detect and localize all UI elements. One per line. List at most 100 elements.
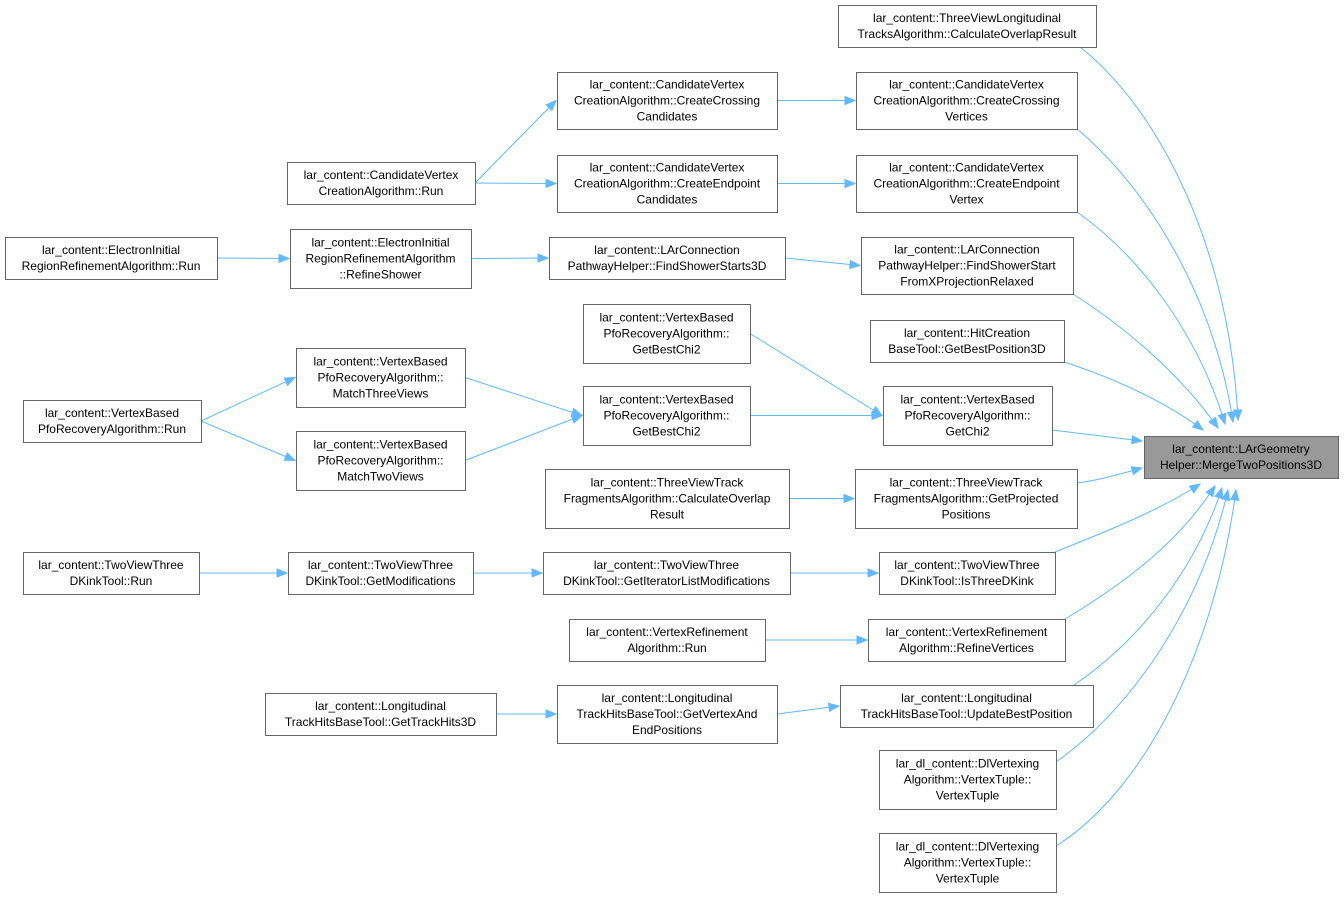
arrow-head bbox=[545, 709, 558, 719]
arrow-head bbox=[1188, 483, 1202, 494]
node-label-line: BaseTool::GetBestPosition3D bbox=[888, 342, 1046, 356]
edge-n26-n17 bbox=[1064, 484, 1216, 620]
node-label-line: lar_content::VertexBased bbox=[900, 393, 1034, 407]
edge-line bbox=[470, 257, 549, 259]
edge-line bbox=[1055, 489, 1237, 847]
arrow-head bbox=[537, 253, 550, 263]
node-n2[interactable]: lar_content::CandidateVertexCreationAlgo… bbox=[557, 72, 778, 130]
arrow-head bbox=[1205, 484, 1216, 498]
edge-line bbox=[1072, 293, 1219, 429]
node-label-line: lar_dl_content::DlVertexing bbox=[896, 840, 1039, 854]
node-label-line: PfoRecoveryAlgorithm:: bbox=[317, 454, 443, 468]
node-label-line: CreationAlgorithm::CreateEndpoint bbox=[873, 177, 1060, 191]
arrow-head bbox=[545, 178, 558, 189]
node-label-line: lar_content::Longitudinal bbox=[315, 699, 446, 713]
node-label-line: MatchTwoViews bbox=[337, 470, 423, 484]
node-n12[interactable]: lar_content::HitCreationBaseTool::GetBes… bbox=[870, 320, 1065, 363]
edge-line bbox=[784, 257, 861, 266]
node-n20[interactable]: lar_content::ThreeViewTrackFragmentsAlgo… bbox=[855, 469, 1078, 529]
edge-line bbox=[464, 415, 583, 461]
node-n8[interactable]: lar_content::ElectronInitialRegionRefine… bbox=[290, 229, 472, 289]
node-n29[interactable]: lar_content::LongitudinalTrackHitsBaseTo… bbox=[840, 685, 1094, 728]
node-n13[interactable]: lar_content::VertexBasedPfoRecoveryAlgor… bbox=[296, 348, 466, 408]
node-label-line: VertexTuple bbox=[936, 872, 1000, 886]
node-label-line: CreationAlgorithm::CreateCrossing bbox=[873, 94, 1059, 108]
edge-line bbox=[474, 100, 557, 184]
edge-line bbox=[1079, 46, 1239, 421]
node-n27[interactable]: lar_content::LongitudinalTrackHitsBaseTo… bbox=[265, 693, 497, 736]
node-box bbox=[23, 552, 200, 595]
edge-line bbox=[464, 377, 583, 416]
arrow-head bbox=[278, 253, 291, 264]
arrow-head bbox=[827, 702, 841, 713]
node-label-line: lar_dl_content::DlVertexing bbox=[896, 757, 1039, 771]
node-box bbox=[861, 237, 1074, 295]
node-label-line: TracksAlgorithm::CalculateOverlapResult bbox=[858, 27, 1078, 41]
edge-n22-n23 bbox=[473, 568, 544, 578]
node-n16[interactable]: lar_content::VertexBasedPfoRecoveryAlgor… bbox=[23, 400, 202, 443]
node-n30[interactable]: lar_dl_content::DlVertexingAlgorithm::Ve… bbox=[879, 750, 1057, 810]
node-target-function[interactable]: lar_content::LArGeometryHelper::MergeTwo… bbox=[1144, 436, 1339, 479]
node-n18[interactable]: lar_content::VertexBasedPfoRecoveryAlgor… bbox=[296, 431, 466, 491]
node-n25[interactable]: lar_content::VertexRefinementAlgorithm::… bbox=[569, 619, 766, 662]
node-label-line: lar_content::TwoViewThree bbox=[308, 558, 454, 572]
node-n15[interactable]: lar_content::VertexBasedPfoRecoveryAlgor… bbox=[883, 386, 1053, 446]
node-n31[interactable]: lar_dl_content::DlVertexingAlgorithm::Ve… bbox=[879, 833, 1057, 893]
edge-line bbox=[1051, 429, 1143, 442]
node-n14[interactable]: lar_content::VertexBasedPfoRecoveryAlgor… bbox=[583, 386, 751, 446]
node-label-line: MatchThreeViews bbox=[333, 387, 429, 401]
node-label-line: FromXProjectionRelaxed bbox=[900, 275, 1033, 289]
arrow-head bbox=[570, 414, 584, 424]
node-box bbox=[855, 469, 1078, 529]
node-label-line: lar_content::VertexBased bbox=[313, 438, 447, 452]
node-n3[interactable]: lar_content::CandidateVertexCreationAlgo… bbox=[856, 72, 1078, 130]
node-n4[interactable]: lar_content::CandidateVertexCreationAlgo… bbox=[287, 162, 476, 205]
edge-n6-n17 bbox=[1076, 211, 1227, 426]
node-label-line: Algorithm::VertexTuple:: bbox=[904, 856, 1032, 870]
node-n24[interactable]: lar_content::TwoViewThreeDKinkTool::IsTh… bbox=[879, 552, 1056, 595]
node-n5[interactable]: lar_content::CandidateVertexCreationAlgo… bbox=[557, 155, 778, 213]
node-n19[interactable]: lar_content::ThreeViewTrackFragmentsAlgo… bbox=[545, 469, 790, 529]
arrow-head bbox=[856, 635, 869, 645]
node-n28[interactable]: lar_content::LongitudinalTrackHitsBaseTo… bbox=[557, 685, 778, 744]
node-label-line: VertexTuple bbox=[936, 789, 1000, 803]
node-box bbox=[879, 552, 1056, 595]
node-label-line: Candidates bbox=[637, 193, 698, 207]
node-label-line: CreationAlgorithm::CreateCrossing bbox=[574, 94, 760, 108]
node-label-line: lar_content::CandidateVertex bbox=[590, 78, 745, 92]
edge-n7-n8 bbox=[216, 253, 291, 264]
node-n6[interactable]: lar_content::CandidateVertexCreationAlgo… bbox=[856, 155, 1078, 213]
edge-line bbox=[1064, 485, 1216, 620]
node-n11[interactable]: lar_content::VertexBasedPfoRecoveryAlgor… bbox=[583, 304, 751, 364]
node-box bbox=[23, 400, 202, 443]
nodes-layer: lar_content::ThreeViewLongitudinalTracks… bbox=[5, 5, 1339, 893]
node-n22[interactable]: lar_content::TwoViewThreeDKinkTool::GetM… bbox=[288, 552, 474, 595]
node-label-line: lar_content::ThreeViewTrack bbox=[890, 476, 1044, 490]
node-label-line: lar_content::CandidateVertex bbox=[889, 161, 1044, 175]
node-label-line: lar_content::HitCreation bbox=[904, 326, 1030, 340]
node-box bbox=[840, 685, 1094, 728]
node-n26[interactable]: lar_content::VertexRefinementAlgorithm::… bbox=[868, 619, 1066, 662]
edge-line bbox=[200, 420, 296, 461]
arrow-head bbox=[1130, 466, 1144, 476]
node-n7[interactable]: lar_content::ElectronInitialRegionRefine… bbox=[5, 237, 218, 280]
node-label-line: Vertices bbox=[945, 110, 988, 124]
node-label-line: lar_content::VertexBased bbox=[45, 406, 179, 420]
node-n10[interactable]: lar_content::LArConnectionPathwayHelper:… bbox=[861, 237, 1074, 295]
node-n9[interactable]: lar_content::LArConnectionPathwayHelper:… bbox=[549, 237, 786, 280]
edge-line bbox=[474, 182, 557, 184]
arrow-head bbox=[849, 259, 862, 270]
node-label-line: PfoRecoveryAlgorithm::Run bbox=[38, 422, 186, 436]
node-label-line: TrackHitsBaseTool::UpdateBestPosition bbox=[861, 707, 1073, 721]
edge-line bbox=[216, 257, 290, 259]
edge-line bbox=[749, 333, 883, 416]
edge-line bbox=[1055, 489, 1229, 763]
node-n1[interactable]: lar_content::ThreeViewLongitudinalTracks… bbox=[838, 5, 1097, 48]
node-n23[interactable]: lar_content::TwoViewThreeDKinkTool::GetI… bbox=[543, 552, 791, 595]
edge-n8-n9 bbox=[470, 253, 550, 263]
node-box bbox=[549, 237, 786, 280]
arrow-head bbox=[1226, 410, 1237, 424]
edge-n24-n17 bbox=[1054, 483, 1202, 553]
node-label-line: lar_content::VertexRefinement bbox=[586, 625, 748, 639]
